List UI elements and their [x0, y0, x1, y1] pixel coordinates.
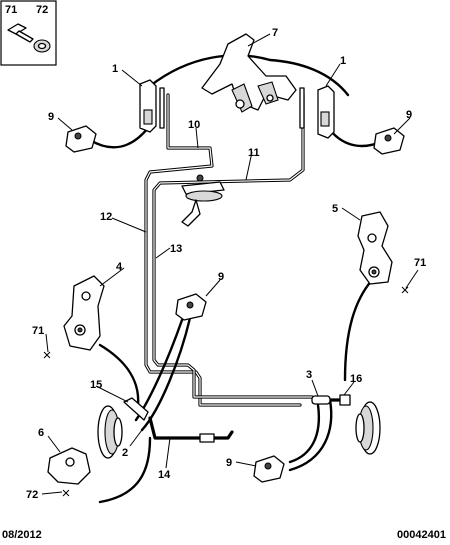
callout-13: 13: [170, 243, 182, 255]
callout-16: 16: [350, 373, 362, 385]
callout-2: 2: [122, 447, 128, 459]
callout-72: 72: [26, 489, 38, 501]
bolt-position-markers: [43, 286, 409, 497]
pipe-union-right: [311, 394, 351, 406]
reference-number: 00042401: [397, 529, 446, 541]
brake-distributor: [181, 174, 225, 227]
inset-label-71: 71: [5, 4, 17, 16]
inset-label-72: 72: [36, 4, 48, 16]
bolt-washer-icon: [7, 23, 51, 53]
callout-71-right: 71: [414, 257, 426, 269]
callout-6: 6: [38, 427, 44, 439]
front-hose-fitting-left: [139, 79, 165, 133]
front-hose-fitting-right: [299, 85, 335, 139]
callout-10: 10: [188, 119, 200, 131]
callout-1-right: 1: [340, 55, 346, 67]
master-cylinder-bracket: [201, 33, 297, 113]
callout-9-center: 9: [218, 271, 224, 283]
clip-bracket-rear: [253, 455, 285, 483]
callout-numbers: 1 7 1 9 10 11 9 12 13 5 4 9 71 71 15 3 1…: [26, 27, 426, 501]
callout-3: 3: [306, 369, 312, 381]
rear-drum-right: [355, 401, 381, 455]
callout-9-front-right: 9: [406, 109, 412, 121]
publication-date: 08/2012: [2, 529, 42, 541]
callout-12: 12: [100, 211, 112, 223]
right-mounting-bracket: [357, 211, 393, 285]
callout-15: 15: [90, 379, 102, 391]
left-mounting-bracket: [63, 275, 105, 351]
callout-7: 7: [272, 27, 278, 39]
clip-bracket-center: [175, 293, 207, 321]
inset-box: 71 72: [0, 0, 57, 66]
brake-pipes: [144, 93, 350, 440]
callout-71-left: 71: [32, 325, 44, 337]
callout-9-front-left: 9: [48, 111, 54, 123]
callout-1-left: 1: [112, 63, 118, 75]
flexible-hoses: [88, 54, 387, 504]
callout-14: 14: [158, 469, 171, 481]
callout-9-rear: 9: [226, 457, 232, 469]
pipe-union-left: [123, 397, 215, 443]
callout-5: 5: [332, 203, 338, 215]
rear-drum-left: [97, 405, 123, 459]
rear-bracket-left: [47, 447, 91, 485]
callout-11: 11: [248, 147, 260, 159]
clip-bracket-front-right: [373, 127, 405, 155]
callout-4: 4: [116, 261, 123, 273]
clip-bracket-front-left: [65, 125, 97, 153]
leader-lines: [41, 33, 419, 495]
